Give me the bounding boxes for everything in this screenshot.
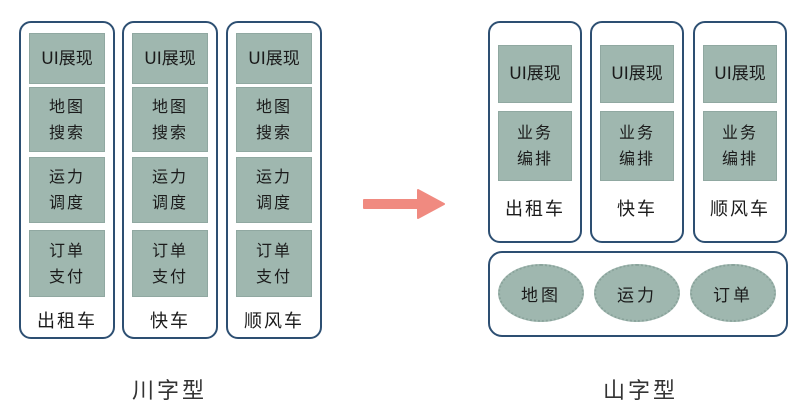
left-carpool-capacity-block: 运力 调度 [236, 157, 312, 223]
left-carpool-order-block: 订单 支付 [236, 230, 312, 297]
right-taxi-caption: 出租车 [505, 199, 565, 220]
left-diagram-label: 川字型 [132, 379, 208, 404]
left-express-ui-block: UI展现 [132, 33, 208, 84]
right-column-taxi: UI展现 业务 编排 出租车 [488, 21, 582, 243]
shared-services-platform: 地图 运力 订单 [488, 251, 788, 337]
left-express-order-block: 订单 支付 [132, 230, 208, 297]
left-column-carpool: UI展现 地图 搜索 运力 调度 订单 支付 顺风车 [226, 21, 322, 339]
right-diagram-label: 山字型 [603, 379, 679, 404]
right-carpool-caption: 顺风车 [710, 199, 770, 220]
right-arrow-icon [363, 189, 445, 219]
right-taxi-ui-block: UI展现 [498, 45, 572, 103]
left-column-express: UI展现 地图 搜索 运力 调度 订单 支付 快车 [122, 21, 218, 339]
left-express-capacity-block: 运力 调度 [132, 157, 208, 223]
left-taxi-capacity-block: 运力 调度 [29, 157, 105, 223]
left-carpool-ui-block: UI展现 [236, 33, 312, 84]
right-carpool-ui-block: UI展现 [703, 45, 777, 103]
left-taxi-order-block: 订单 支付 [29, 230, 105, 297]
right-express-ui-block: UI展现 [600, 45, 674, 103]
left-express-map-block: 地图 搜索 [132, 87, 208, 152]
right-carpool-orchestration-block: 业务 编排 [703, 111, 777, 181]
right-column-express: UI展现 业务 编排 快车 [590, 21, 684, 243]
left-carpool-caption: 顺风车 [244, 311, 304, 332]
right-express-caption: 快车 [617, 199, 657, 220]
left-taxi-map-block: 地图 搜索 [29, 87, 105, 152]
shared-map-service: 地图 [498, 264, 584, 322]
left-carpool-map-block: 地图 搜索 [236, 87, 312, 152]
right-column-carpool: UI展现 业务 编排 顺风车 [693, 21, 787, 243]
shared-capacity-service: 运力 [594, 264, 680, 322]
right-express-orchestration-block: 业务 编排 [600, 111, 674, 181]
left-column-taxi: UI展现 地图 搜索 运力 调度 订单 支付 出租车 [19, 21, 115, 339]
left-express-caption: 快车 [150, 311, 190, 332]
left-taxi-caption: 出租车 [37, 311, 97, 332]
left-taxi-ui-block: UI展现 [29, 33, 105, 84]
shared-order-service: 订单 [690, 264, 776, 322]
right-taxi-orchestration-block: 业务 编排 [498, 111, 572, 181]
